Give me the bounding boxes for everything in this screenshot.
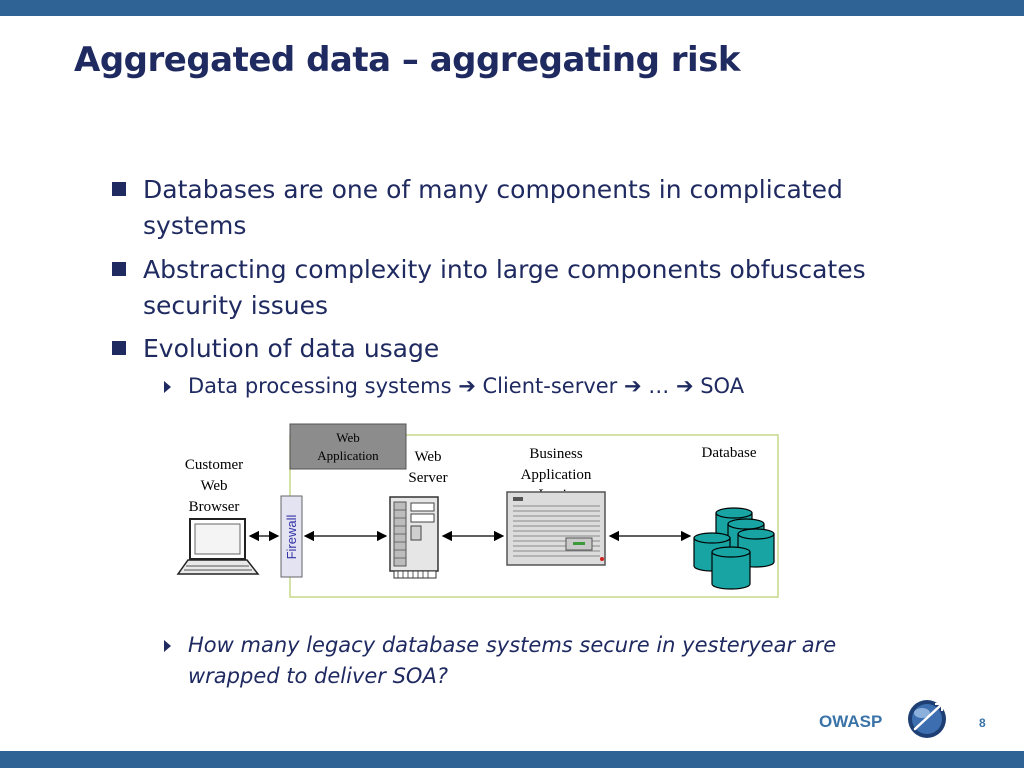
bottom-bar — [0, 751, 1024, 768]
footer-brand: OWASP — [819, 712, 883, 731]
laptop-icon — [176, 518, 260, 575]
web-application-box — [289, 423, 407, 470]
sub-bullet-text: Data processing systems ➔ Client-server … — [188, 374, 745, 398]
firewall-block — [280, 495, 303, 578]
page-number: 8 — [979, 716, 986, 730]
web-server-label-line2: Server — [408, 470, 447, 486]
web-server-label-line1: Web — [414, 449, 441, 465]
bullet-text: Databases are one of many components in … — [143, 175, 843, 240]
web-application-label-line1: Web — [336, 430, 360, 445]
sub-bullet-item: Data processing systems ➔ Client-server … — [164, 371, 928, 402]
bullet-item: Evolution of data usage — [112, 331, 923, 367]
square-bullet-icon — [112, 341, 126, 355]
database-label: Database — [702, 445, 757, 461]
customer-browser-label-line1: Customer — [185, 457, 243, 473]
top-bar — [0, 0, 1024, 16]
question-text: How many legacy database systems secure … — [188, 633, 837, 688]
slide-title: Aggregated data – aggregating risk — [74, 40, 741, 80]
bullet-text: Abstracting complexity into large compon… — [143, 255, 866, 320]
rack-server-icon — [506, 491, 606, 566]
bullet-item: Databases are one of many components in … — [112, 172, 923, 244]
square-bullet-icon — [112, 182, 126, 196]
business-logic-label-line1: Business — [529, 446, 583, 462]
sub-bullet-item-question: How many legacy database systems secure … — [164, 630, 928, 692]
triangle-bullet-icon — [164, 381, 171, 393]
firewall-label: Firewall — [284, 515, 299, 560]
triangle-bullet-icon — [164, 640, 171, 652]
customer-browser-label-line2: Web — [200, 478, 227, 494]
owasp-logo — [908, 700, 946, 738]
square-bullet-icon — [112, 262, 126, 276]
database-cylinders-icon — [693, 507, 775, 590]
bullet-text: Evolution of data usage — [143, 334, 440, 363]
bullet-item: Abstracting complexity into large compon… — [112, 252, 923, 324]
server-tower-icon — [389, 496, 439, 579]
customer-browser-label-line3: Browser — [189, 499, 240, 515]
web-application-label-line2: Application — [317, 448, 379, 463]
business-logic-label-line2: Application — [521, 467, 592, 483]
